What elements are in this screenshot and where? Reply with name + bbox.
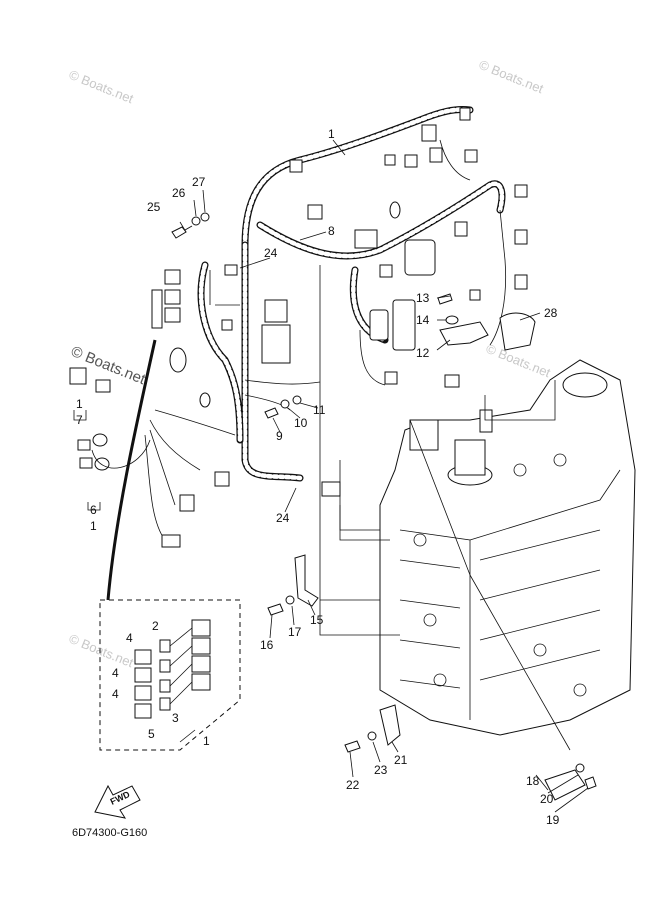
- callout-17: 17: [288, 625, 302, 639]
- callout-20: 20: [540, 792, 554, 806]
- callout-24: 24: [264, 246, 278, 260]
- callout-4: 4: [112, 687, 119, 701]
- fwd-arrow: FWD: [94, 784, 141, 819]
- callout-19: 19: [546, 813, 560, 827]
- callout-15: 15: [310, 613, 324, 627]
- callout-5: 5: [148, 727, 155, 741]
- callout-22: 22: [346, 778, 360, 792]
- callout-4: 4: [112, 666, 119, 680]
- callout-14: 14: [416, 313, 430, 327]
- callout-8: 8: [328, 224, 335, 238]
- callout-28: 28: [544, 306, 558, 320]
- callout-27: 27: [192, 175, 206, 189]
- engine-block: [320, 359, 636, 736]
- watermark: © Boats.net: [477, 57, 546, 97]
- fuse-assembly: [73, 410, 151, 511]
- connectors: [69, 107, 528, 548]
- callout-16: 16: [260, 638, 274, 652]
- callout-13: 13: [416, 291, 430, 305]
- callouts: 1 8 24 25 26 27 13 14 12 28 9 10 11 24 7…: [76, 127, 560, 827]
- callout-24: 24: [276, 511, 290, 525]
- callout-23: 23: [374, 763, 388, 777]
- wiring-harness: [144, 106, 506, 541]
- callout-7: 7: [76, 413, 83, 427]
- callout-12: 12: [416, 346, 430, 360]
- reference-lines: [209, 265, 556, 636]
- callout-10: 10: [294, 416, 308, 430]
- callout-1: 1: [76, 397, 83, 411]
- relay-inset: [99, 339, 241, 751]
- hardware: [171, 212, 597, 801]
- callout-1: 1: [328, 127, 335, 141]
- callout-18: 18: [526, 774, 540, 788]
- watermark: © Boats.net: [67, 67, 136, 107]
- leader-lines: [179, 139, 589, 813]
- callout-9: 9: [276, 429, 283, 443]
- callout-1: 1: [203, 734, 210, 748]
- callout-2: 2: [152, 619, 159, 633]
- callout-3: 3: [172, 711, 179, 725]
- callout-25: 25: [147, 200, 161, 214]
- callout-11: 11: [313, 403, 326, 417]
- callout-21: 21: [394, 753, 408, 767]
- callout-1: 1: [90, 519, 97, 533]
- callout-4: 4: [126, 631, 133, 645]
- diagram-code: 6D74300-G160: [72, 827, 147, 839]
- callout-6: 6: [90, 503, 97, 517]
- callout-26: 26: [172, 186, 186, 200]
